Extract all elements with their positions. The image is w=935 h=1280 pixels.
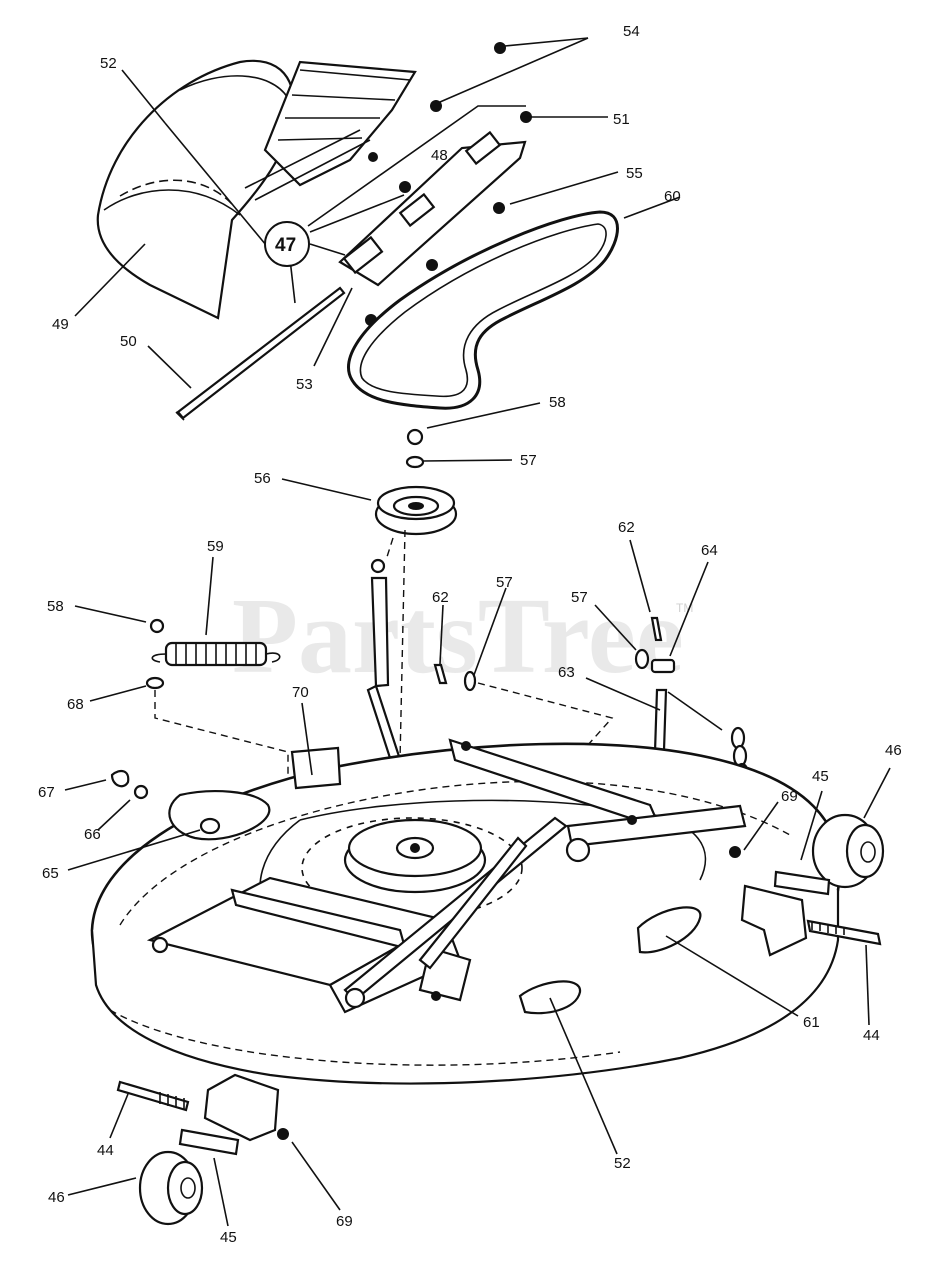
callout-52-bottom: 52 xyxy=(614,1155,631,1172)
callout-47: 47 xyxy=(275,235,296,256)
callout-62-center: 62 xyxy=(432,589,449,606)
watermark: PartsTree xyxy=(232,577,684,696)
gauge-wheel-right xyxy=(729,813,885,957)
gauge-wheel-left xyxy=(116,1073,289,1226)
callout-57-right: 57 xyxy=(571,589,588,606)
callout-51: 51 xyxy=(613,111,630,128)
callout-48: 48 xyxy=(431,147,448,164)
callout-57-center: 57 xyxy=(496,574,513,591)
callout-61: 61 xyxy=(803,1014,820,1031)
deck-hardware-left xyxy=(110,769,271,841)
idler-pulley-part xyxy=(374,485,458,536)
callout-57-top: 57 xyxy=(520,452,537,469)
callout-53: 53 xyxy=(296,376,313,393)
callout-69-left: 69 xyxy=(336,1213,353,1230)
callout-58-top: 58 xyxy=(549,394,566,411)
tension-spring-part xyxy=(145,618,614,840)
callout-44-left: 44 xyxy=(97,1142,114,1159)
callout-45-right: 45 xyxy=(812,768,829,785)
callout-59: 59 xyxy=(207,538,224,555)
callout-68: 68 xyxy=(67,696,84,713)
callout-46-left: 46 xyxy=(48,1189,65,1206)
callout-56: 56 xyxy=(254,470,271,487)
callout-66: 66 xyxy=(84,826,101,843)
callout-45-left: 45 xyxy=(220,1229,237,1246)
mounting-bracket-part xyxy=(338,42,532,326)
callout-46-right: 46 xyxy=(885,742,902,759)
callout-58-left: 58 xyxy=(47,598,64,615)
callout-47-circle xyxy=(264,221,310,267)
callout-62-right: 62 xyxy=(618,519,635,536)
callout-67: 67 xyxy=(38,784,55,801)
drive-belt-part xyxy=(347,210,619,410)
callout-52-top: 52 xyxy=(100,55,117,72)
callout-64: 64 xyxy=(701,542,718,559)
pulley-spacer-part xyxy=(405,428,425,469)
leader-lines xyxy=(64,37,891,1227)
callout-labels: 54 52 51 48 55 60 47 49 50 53 58 57 56 6… xyxy=(38,23,902,1246)
deck-frame-part xyxy=(146,738,747,1014)
spindle-pulley-part xyxy=(343,818,487,894)
cotter-pin-part xyxy=(433,663,477,692)
callout-65: 65 xyxy=(42,865,59,882)
callout-50: 50 xyxy=(120,333,137,350)
callout-55: 55 xyxy=(626,165,643,182)
callout-54: 54 xyxy=(623,23,640,40)
chute-rod-part xyxy=(175,286,346,421)
callout-63: 63 xyxy=(558,664,575,681)
watermark-tm: TM xyxy=(676,601,693,615)
decal-parts xyxy=(290,746,702,1015)
callout-60: 60 xyxy=(664,188,681,205)
chute-hinge-part xyxy=(244,60,417,201)
discharge-chute-part xyxy=(96,59,295,320)
callout-69-right: 69 xyxy=(781,788,798,805)
callout-49: 49 xyxy=(52,316,69,333)
callout-44-right: 44 xyxy=(863,1027,880,1044)
callout-70: 70 xyxy=(292,684,309,701)
